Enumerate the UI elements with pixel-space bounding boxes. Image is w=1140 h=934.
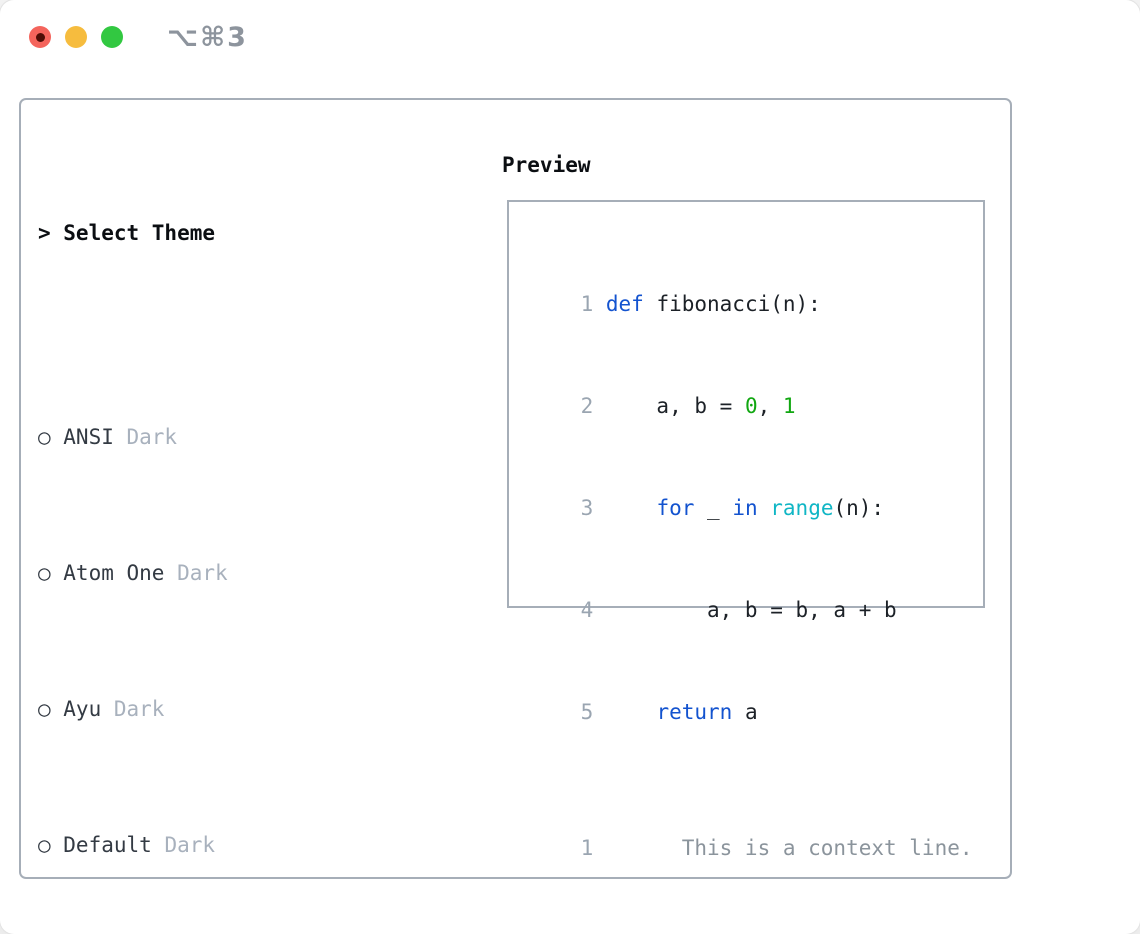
code-token-builtin: range bbox=[770, 496, 834, 520]
code-token-number: 0 bbox=[744, 394, 758, 418]
theme-option[interactable]: ○ Default Dark bbox=[38, 828, 474, 862]
code-token-plain bbox=[758, 496, 771, 520]
line-number: 2 bbox=[580, 394, 594, 418]
zoom-button-icon[interactable] bbox=[101, 26, 123, 48]
radio-icon: ○ bbox=[38, 833, 51, 857]
theme-variant: Dark bbox=[113, 697, 165, 721]
theme-name: Ayu bbox=[63, 697, 102, 721]
code-token-context: This is a context line. bbox=[605, 836, 973, 860]
theme-name: ANSI bbox=[63, 425, 114, 449]
preview-line bbox=[530, 763, 973, 797]
code-token-plain bbox=[606, 700, 657, 724]
select-theme-header-label: Select Theme bbox=[63, 221, 215, 245]
code-token-keyword: def bbox=[605, 292, 644, 316]
line-number: 3 bbox=[580, 496, 594, 520]
theme-variant: Dark bbox=[126, 425, 178, 449]
select-theme-header: > Select Theme bbox=[38, 216, 474, 250]
radio-icon: ○ bbox=[38, 561, 51, 585]
line-content: This is a context line. bbox=[606, 836, 973, 860]
preview-column: Preview 1 def fibonacci(n): 2 a, b = 0, 1… bbox=[502, 148, 985, 860]
preview-line: 3 for _ in range(n): bbox=[530, 457, 973, 559]
cursor-arrow-icon: > bbox=[38, 221, 51, 245]
code-token-plain: a, b = b, a + b bbox=[605, 598, 897, 622]
line-number: 1 bbox=[580, 836, 594, 860]
preview-line: 1 def fibonacci(n): bbox=[530, 253, 973, 355]
code-token-plain: _ bbox=[694, 496, 733, 520]
code-token-plain: a bbox=[732, 700, 758, 724]
close-button-icon[interactable] bbox=[29, 26, 51, 48]
line-content: a, b = b, a + b bbox=[606, 598, 897, 622]
close-button-dot bbox=[35, 32, 45, 42]
line-number: 4 bbox=[580, 598, 594, 622]
line-content: return a bbox=[606, 700, 758, 724]
line-content: def fibonacci(n): bbox=[606, 292, 821, 316]
preview-box: 1 def fibonacci(n): 2 a, b = 0, 1 3 for _… bbox=[507, 200, 985, 860]
code-token-plain: , bbox=[757, 394, 783, 418]
preview-line: 4 a, b = b, a + b bbox=[530, 559, 973, 661]
radio-icon: ○ bbox=[38, 425, 51, 449]
line-number: 1 bbox=[580, 292, 594, 316]
radio-icon: ○ bbox=[38, 697, 51, 721]
preview-line: 5 return a bbox=[530, 661, 973, 763]
code-token-plain: (n): bbox=[833, 496, 885, 520]
traffic-lights bbox=[29, 26, 123, 48]
preview-line: 2 - This line was deleted. bbox=[530, 899, 973, 934]
code-token-keyword: in bbox=[732, 496, 758, 520]
line-content: a, b = 0, 1 bbox=[605, 394, 796, 418]
minimize-button-icon[interactable] bbox=[65, 26, 87, 48]
code-token-plain bbox=[606, 496, 657, 520]
theme-option[interactable]: ○ Atom One Dark bbox=[38, 556, 474, 590]
theme-option[interactable]: ○ Ayu Dark bbox=[38, 692, 474, 726]
theme-option[interactable]: ○ ANSI Dark bbox=[38, 420, 474, 454]
theme-variant: Dark bbox=[177, 561, 228, 585]
line-content: for _ in range(n): bbox=[606, 496, 884, 520]
code-token-plain: a, b = bbox=[605, 394, 745, 418]
theme-name: Default bbox=[63, 833, 152, 857]
titlebar: ⌥⌘3 bbox=[0, 0, 1140, 80]
code-token-plain: fibonacci(n): bbox=[643, 292, 821, 316]
preview-header: Preview bbox=[502, 153, 591, 177]
window-title: ⌥⌘3 bbox=[167, 22, 248, 53]
code-token-keyword: return bbox=[656, 700, 733, 724]
code-token-keyword: for bbox=[656, 496, 695, 520]
preview-line: 1 This is a context line. bbox=[530, 797, 973, 899]
theme-name: Atom One bbox=[63, 561, 165, 585]
theme-variant: Dark bbox=[164, 833, 216, 857]
preview-line: 2 a, b = 0, 1 bbox=[530, 355, 973, 457]
line-number: 5 bbox=[580, 700, 594, 724]
code-token-number: 1 bbox=[782, 394, 796, 418]
